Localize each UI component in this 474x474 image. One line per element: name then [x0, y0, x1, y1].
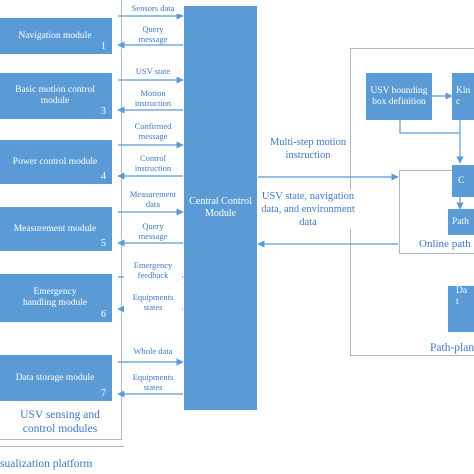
kin-partial-label: Kin c — [456, 85, 471, 107]
module-number: 5 — [101, 238, 106, 249]
central-label: Central Control Module — [189, 196, 252, 219]
module-number: 1 — [101, 41, 106, 52]
link-label: Whole data — [124, 346, 182, 357]
module-number: 3 — [101, 106, 106, 117]
module-number: 4 — [101, 171, 106, 182]
module-box: Emergency handling module 6 — [0, 274, 112, 322]
data-box-partial: Da t — [448, 286, 474, 332]
online-box-partial-b: Path — [448, 209, 474, 235]
da-partial-label: Da — [456, 286, 468, 296]
online-box-partial-a: C — [452, 165, 474, 197]
bounding-box-definition: USV bounding box definition — [366, 73, 432, 120]
module-box: Power control module 4 — [0, 140, 112, 184]
module-box: Data storage module 7 — [0, 355, 112, 401]
link-label: Motion instruction — [128, 88, 178, 108]
link-label: Confirmed message — [126, 121, 180, 141]
module-box: Navigation module 1 — [0, 18, 112, 54]
module-box: Measurement module 5 — [0, 207, 112, 251]
left-panel-frame — [0, 0, 122, 440]
da-partial-label-2: t — [456, 297, 459, 307]
module-number: 6 — [101, 309, 106, 320]
module-label: Data storage module — [15, 372, 95, 383]
connector-bbox-down — [399, 120, 460, 134]
module-label: Measurement module — [13, 223, 97, 234]
central-control-module: Central Control Module — [184, 6, 257, 410]
c-partial-label: C — [458, 175, 465, 186]
module-label: Power control module — [12, 156, 98, 167]
online-path-frame — [399, 170, 474, 254]
link-label: USV state — [124, 66, 182, 77]
link-label: Sensors data — [124, 3, 182, 14]
path-partial-label: Path — [452, 216, 469, 227]
module-box: Basic motion control module 3 — [0, 73, 112, 119]
online-path-title: Online path — [419, 238, 471, 250]
platform-title: sualization platform — [0, 458, 93, 470]
link-label-from-usv: USV state, navigation data, and environm… — [260, 190, 356, 229]
link-label: Control instruction — [128, 153, 178, 173]
link-label-to-planner: Multi-step motion instruction — [268, 136, 348, 162]
left-panel-title: USV sensing and control modules — [20, 409, 100, 435]
module-label: Navigation module — [18, 30, 92, 41]
link-label: Query message — [131, 24, 175, 44]
module-number: 7 — [101, 388, 106, 399]
module-label: Emergency handling module — [22, 287, 88, 308]
kinematic-box-partial: Kin c — [452, 73, 474, 120]
bounding-box-label: USV bounding box definition — [370, 85, 428, 107]
module-label: Basic motion control module — [15, 85, 95, 106]
path-planner-title: Path-plan — [430, 342, 474, 354]
link-label: Query message — [131, 221, 175, 241]
link-label: Equipments states — [124, 372, 182, 392]
link-label: Equipments states — [124, 292, 182, 312]
link-label: Measurement data — [122, 189, 184, 209]
link-label: Emergency feedback — [124, 260, 182, 280]
platform-separator — [0, 446, 124, 447]
